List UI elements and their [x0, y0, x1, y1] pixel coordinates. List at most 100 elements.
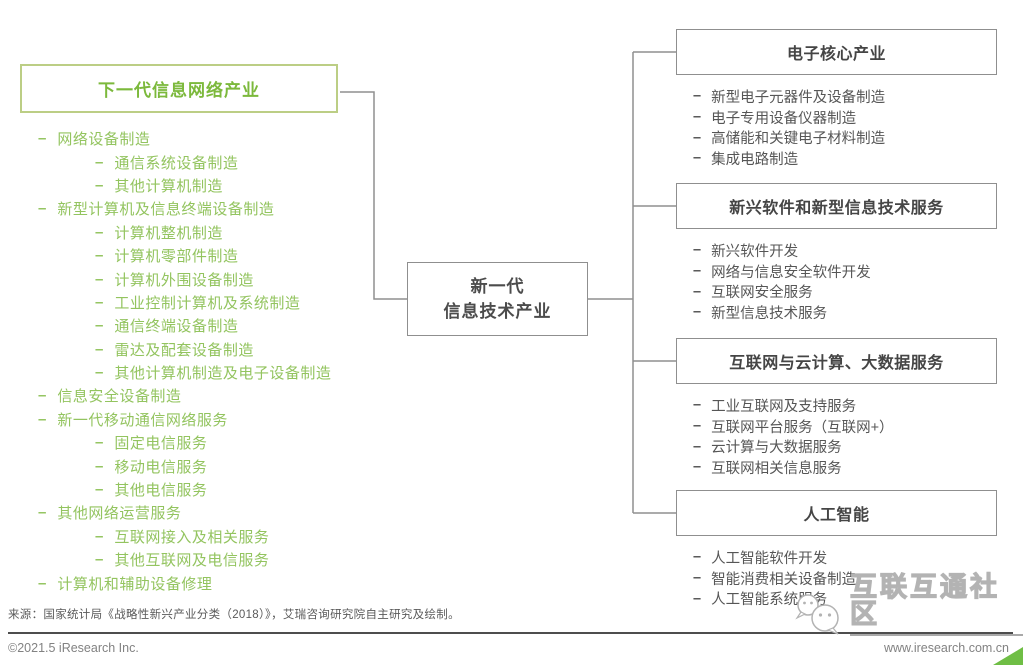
watermark-text: 互联互通社区: [849, 573, 1023, 636]
left-tree: –网络设备制造–通信系统设备制造–其他计算机制造–新型计算机及信息终端设备制造–…: [0, 127, 440, 595]
tree-item-label: 工业控制计算机及系统制造: [114, 294, 301, 312]
tree-item-label: 信息安全设备制造: [57, 388, 182, 406]
section-title: 人工智能: [803, 507, 870, 524]
footer-divider: [8, 632, 1013, 634]
section-item-label: 新型信息技术服务: [711, 305, 828, 322]
tree-item: –固定电信服务: [0, 431, 440, 454]
tree-item-label: 通信系统设备制造: [114, 154, 239, 172]
section-item-label: 高储能和关键电子材料制造: [711, 131, 886, 148]
tree-item-label: 网络设备制造: [57, 131, 151, 149]
dash-bullet: –: [95, 293, 104, 311]
section-list: –工业互联网及支持服务–互联网平台服务（互联网+）–云计算与大数据服务–互联网相…: [676, 395, 997, 478]
tree-item-label: 计算机和辅助设备修理: [57, 575, 213, 593]
dash-bullet: –: [38, 130, 47, 148]
section-item-label: 网络与信息安全软件开发: [711, 264, 871, 281]
tree-item: –新一代移动通信网络服务: [0, 408, 440, 431]
tree-item: –互联网接入及相关服务: [0, 525, 440, 548]
section-item-label: 电子专用设备仪器制造: [711, 110, 857, 127]
right-section: 新兴软件和新型信息技术服务–新兴软件开发–网络与信息安全软件开发–互联网安全服务…: [676, 183, 997, 323]
section-item: –新兴软件开发: [676, 240, 997, 261]
dash-bullet: –: [38, 410, 47, 428]
tree-item: –新型计算机及信息终端设备制造: [0, 197, 440, 220]
right-section: 互联网与云计算、大数据服务–工业互联网及支持服务–互联网平台服务（互联网+）–云…: [676, 338, 997, 478]
tree-item-label: 通信终端设备制造: [114, 318, 239, 336]
section-item: –高储能和关键电子材料制造: [676, 127, 997, 148]
section-item: –互联网平台服务（互联网+）: [676, 416, 997, 437]
section-list: –新兴软件开发–网络与信息安全软件开发–互联网安全服务–新型信息技术服务: [676, 240, 997, 323]
section-item: –集成电路制造: [676, 148, 997, 169]
section-title-box: 人工智能: [676, 490, 997, 536]
dash-bullet: –: [693, 397, 702, 414]
dash-bullet: –: [693, 570, 702, 587]
left-root-box: 下一代信息网络产业: [20, 64, 338, 113]
tree-item: –计算机和辅助设备修理: [0, 571, 440, 594]
tree-item: –雷达及配套设备制造: [0, 338, 440, 361]
dash-bullet: –: [38, 574, 47, 592]
chat-bubbles-icon: [792, 592, 850, 636]
dash-bullet: –: [95, 176, 104, 194]
dash-bullet: –: [95, 317, 104, 335]
section-item-label: 互联网平台服务（互联网+）: [711, 419, 894, 436]
section-title-box: 互联网与云计算、大数据服务: [676, 338, 997, 384]
tree-item: –通信系统设备制造: [0, 150, 440, 173]
dash-bullet: –: [693, 459, 702, 476]
watermark-logo: 互联互通社区: [792, 573, 1023, 636]
tree-item: –移动电信服务: [0, 454, 440, 477]
section-item-label: 工业互联网及支持服务: [711, 398, 857, 415]
right-section: 人工智能–人工智能软件开发–智能消费相关设备制造–人工智能系统服务: [676, 490, 997, 609]
section-item: –新型电子元器件及设备制造: [676, 86, 997, 107]
section-item: –新型信息技术服务: [676, 302, 997, 323]
section-item: –电子专用设备仪器制造: [676, 107, 997, 128]
left-root-title: 下一代信息网络产业: [98, 81, 260, 100]
section-item-label: 云计算与大数据服务: [711, 440, 842, 457]
section-item: –人工智能软件开发: [676, 547, 997, 568]
website-link[interactable]: www.iresearch.com.cn: [883, 641, 1009, 655]
section-item-label: 人工智能软件开发: [711, 550, 828, 567]
dash-bullet: –: [95, 340, 104, 358]
section-item-label: 互联网安全服务: [711, 285, 813, 302]
section-item: –互联网安全服务: [676, 281, 997, 302]
dash-bullet: –: [693, 438, 702, 455]
dash-bullet: –: [693, 418, 702, 435]
section-title-box: 新兴软件和新型信息技术服务: [676, 183, 997, 229]
section-item: –智能消费相关设备制造: [676, 568, 997, 589]
tree-item-label: 其他电信服务: [114, 482, 208, 500]
tree-item: –工业控制计算机及系统制造: [0, 291, 440, 314]
dash-bullet: –: [693, 304, 702, 321]
dash-bullet: –: [38, 387, 47, 405]
dash-bullet: –: [693, 283, 702, 300]
dash-bullet: –: [95, 457, 104, 475]
dash-bullet: –: [95, 364, 104, 382]
tree-item: –信息安全设备制造: [0, 384, 440, 407]
tree-item-label: 其他网络运营服务: [57, 505, 182, 523]
dash-bullet: –: [95, 481, 104, 499]
center-title-line1: 新一代: [470, 276, 525, 296]
tree-item-label: 计算机外围设备制造: [114, 271, 254, 289]
center-title-line2: 信息技术产业: [443, 302, 552, 321]
dash-bullet: –: [693, 242, 702, 259]
dash-bullet: –: [38, 504, 47, 522]
section-item: –互联网相关信息服务: [676, 457, 997, 478]
section-item-label: 新兴软件开发: [711, 243, 799, 260]
tree-item-label: 固定电信服务: [114, 435, 208, 453]
tree-item-label: 其他计算机制造: [114, 177, 223, 195]
tree-item: –其他互联网及电信服务: [0, 548, 440, 571]
section-item-label: 智能消费相关设备制造: [711, 571, 857, 588]
dash-bullet: –: [95, 527, 104, 545]
tree-item-label: 其他计算机制造及电子设备制造: [114, 365, 332, 383]
tree-item: –计算机外围设备制造: [0, 267, 440, 290]
section-list: –新型电子元器件及设备制造–电子专用设备仪器制造–高储能和关键电子材料制造–集成…: [676, 86, 997, 169]
tree-item: –计算机整机制造: [0, 221, 440, 244]
dash-bullet: –: [693, 150, 702, 167]
tree-item: –其他计算机制造及电子设备制造: [0, 361, 440, 384]
section-item: –网络与信息安全软件开发: [676, 261, 997, 282]
tree-item: –计算机零部件制造: [0, 244, 440, 267]
tree-item: –其他计算机制造: [0, 174, 440, 197]
section-title: 新兴软件和新型信息技术服务: [729, 200, 944, 217]
dash-bullet: –: [693, 263, 702, 280]
dash-bullet: –: [95, 270, 104, 288]
tree-item-label: 其他互联网及电信服务: [114, 552, 270, 570]
tree-item-label: 计算机整机制造: [114, 224, 223, 242]
dash-bullet: –: [38, 200, 47, 218]
section-item: –工业互联网及支持服务: [676, 395, 997, 416]
